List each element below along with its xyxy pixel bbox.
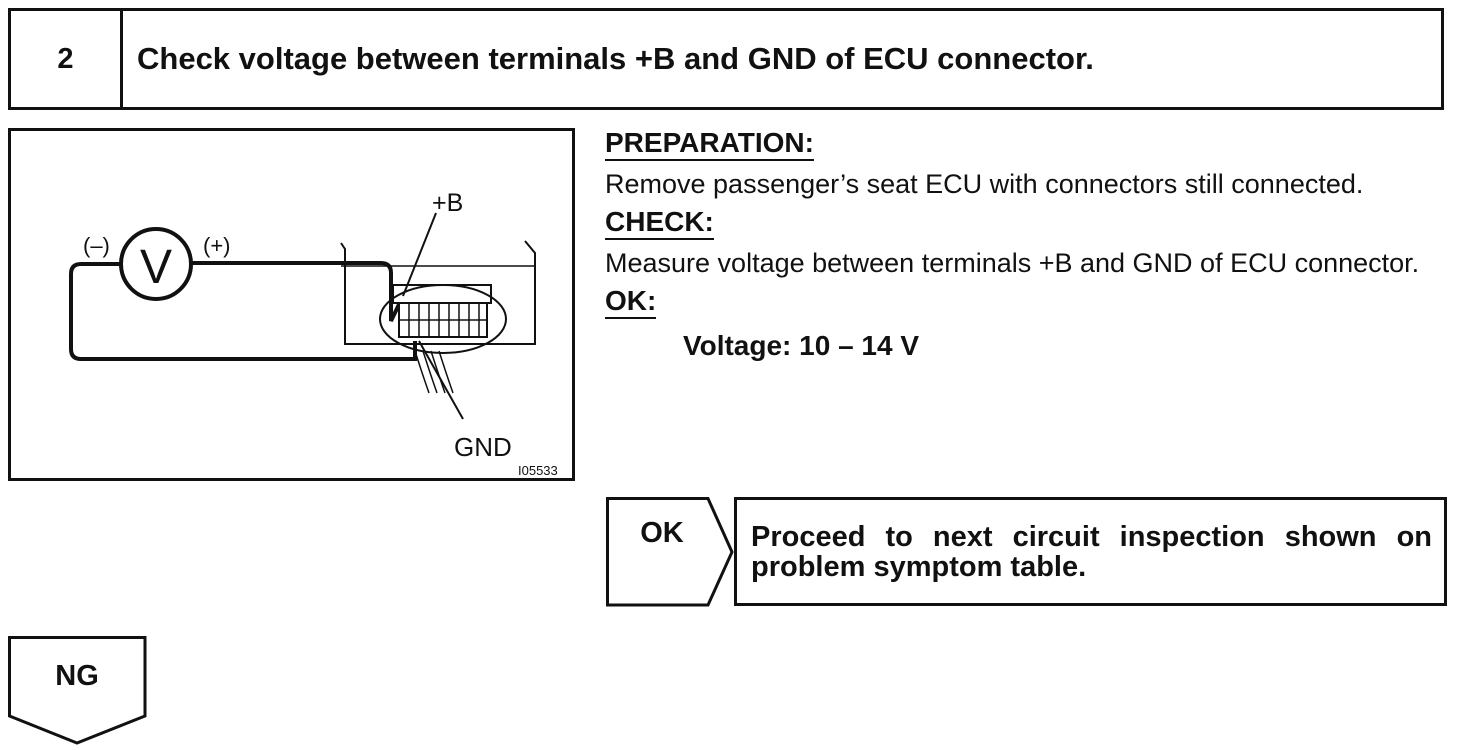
figure-id: I05533 <box>518 463 558 478</box>
ng-arrow-shape <box>8 636 147 745</box>
step-number: 2 <box>11 11 123 107</box>
ok-result-box: Proceed to next circuit inspection shown… <box>734 497 1447 606</box>
b-terminal-label: +B <box>432 189 463 217</box>
step-header: 2 Check voltage between terminals +B and… <box>8 8 1444 110</box>
gnd-terminal-label: GND <box>454 432 512 462</box>
check-text: Measure voltage between terminals +B and… <box>605 248 1420 278</box>
positive-test-lead <box>189 261 405 322</box>
preparation-text: Remove passenger’s seat ECU with connect… <box>605 169 1364 199</box>
ok-branch-label: OK <box>640 517 684 549</box>
step-title: Check voltage between terminals +B and G… <box>137 41 1094 76</box>
preparation-heading: PREPARATION: <box>605 127 814 161</box>
b-terminal-leader <box>402 212 437 297</box>
ecu-connector <box>379 284 507 354</box>
wiring-diagram: V (–) (+) +B <box>69 189 558 478</box>
positive-terminal-label: (+) <box>203 233 231 258</box>
ok-spec: Voltage: 10 – 14 V <box>683 330 920 361</box>
wire-harness <box>414 350 454 394</box>
ng-branch-label: NG <box>55 660 99 692</box>
ok-heading: OK: <box>605 285 657 319</box>
procedure: PREPARATION: Remove passenger’s seat ECU… <box>605 124 1447 365</box>
negative-terminal-label: (–) <box>83 233 110 258</box>
gnd-terminal-leader <box>418 340 464 420</box>
voltmeter-icon <box>119 227 193 301</box>
wiring-illustration: V (–) (+) +B <box>8 128 575 481</box>
ecu-body <box>340 240 536 345</box>
ok-arrow-shape <box>606 497 734 607</box>
check-heading: CHECK: <box>605 206 714 240</box>
voltmeter-symbol: V <box>140 241 172 294</box>
negative-test-lead <box>69 262 417 361</box>
